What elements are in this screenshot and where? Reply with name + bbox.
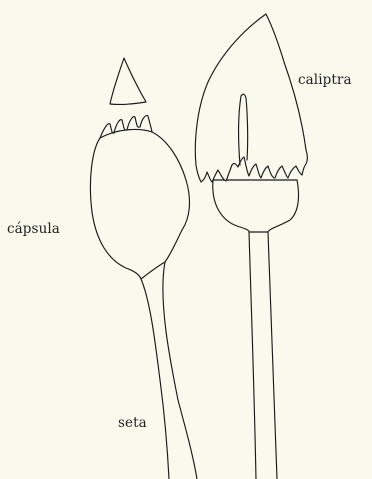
label-caliptra: caliptra — [298, 72, 352, 88]
label-capsula: cápsula — [7, 221, 60, 237]
right-capsule — [213, 180, 299, 232]
label-seta: seta — [118, 415, 147, 431]
right-seta — [249, 232, 277, 479]
left-seta — [141, 262, 197, 479]
left-capsule — [90, 115, 189, 279]
right-calyptra — [195, 14, 307, 182]
left-calyptra-tip — [110, 58, 146, 104]
